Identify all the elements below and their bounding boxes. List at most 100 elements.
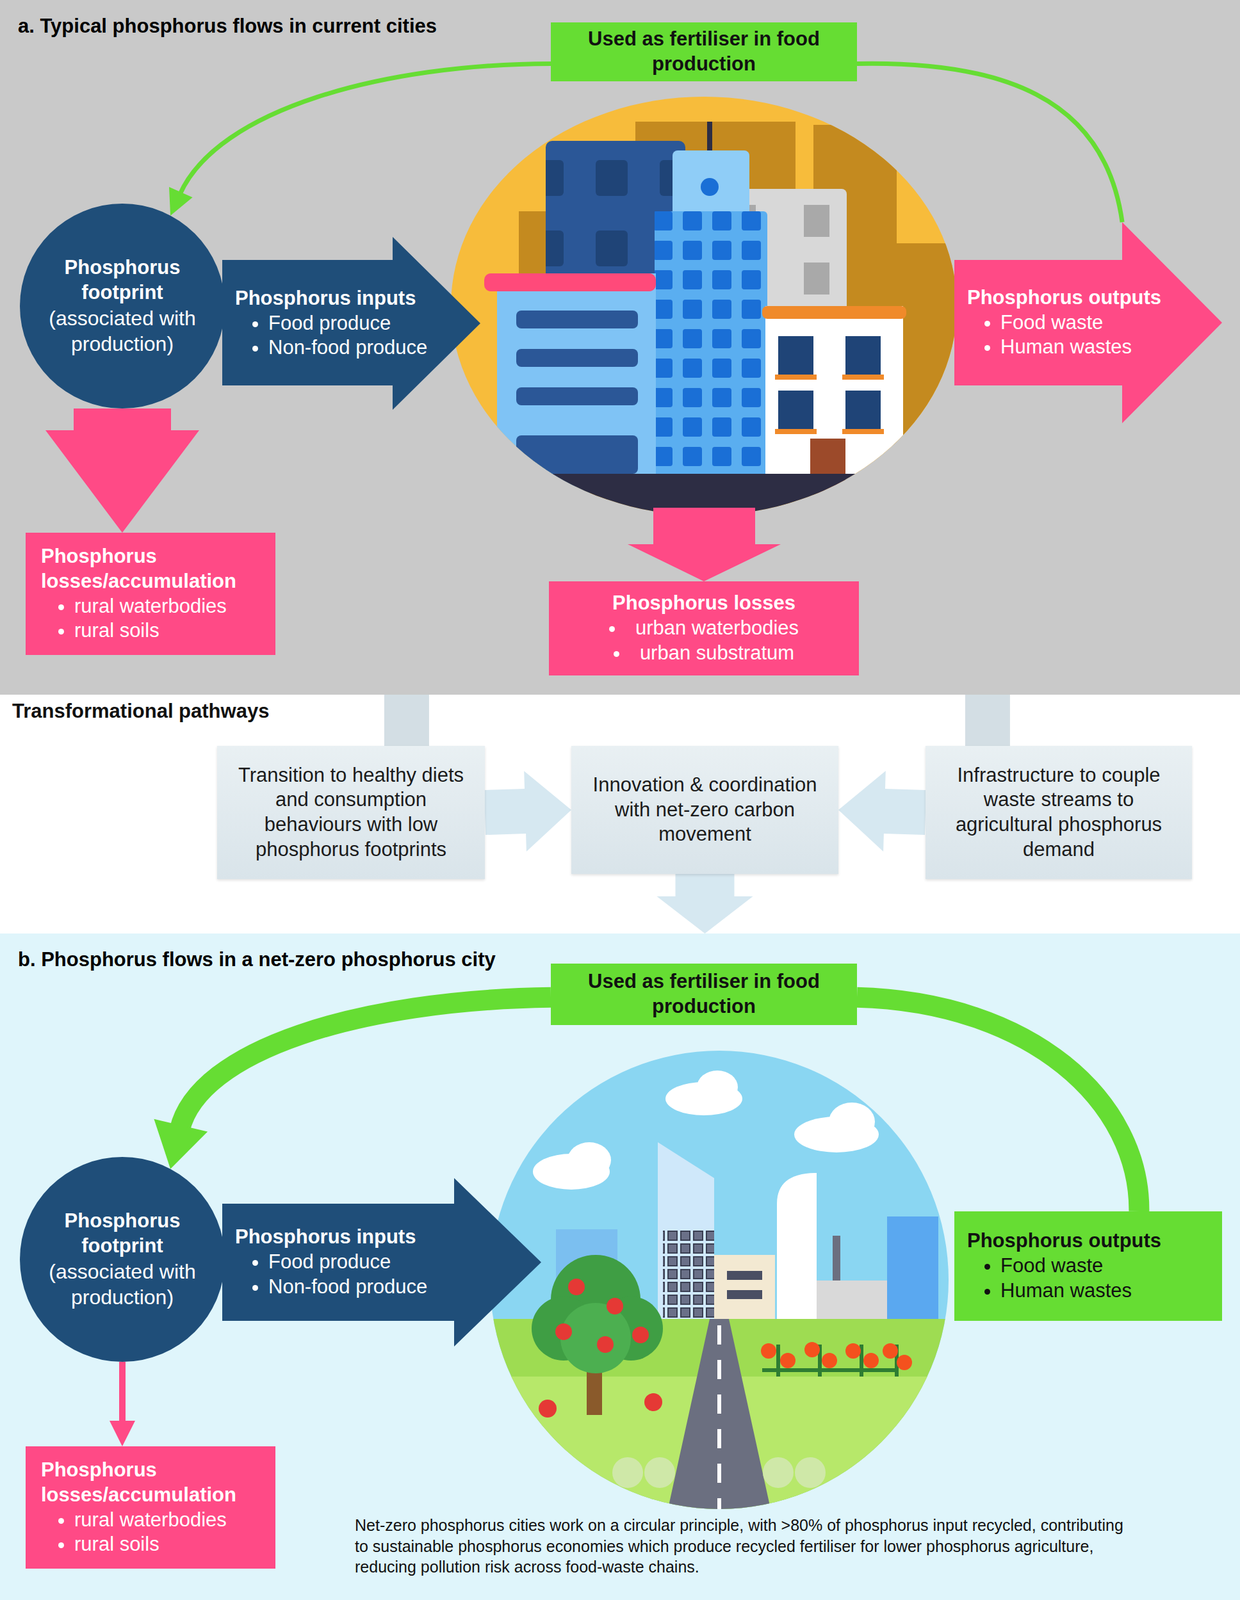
- illustration-shape: [882, 1343, 898, 1360]
- illustration-shape: [775, 374, 817, 380]
- illustration-shape: [644, 1393, 663, 1412]
- current-city-illustration: [448, 96, 996, 582]
- illustration-shape: [760, 1343, 777, 1360]
- connector-arrow: [484, 771, 572, 852]
- outputs-box: Phosphorus outputsFood wasteHuman wastes: [954, 1211, 1223, 1322]
- illustration-shape: [666, 1319, 773, 1518]
- illustration-shape: [672, 150, 750, 221]
- illustration-shape: [717, 1325, 722, 1518]
- footprint-circle: Phosphorus footprint(associated with pro…: [19, 1157, 225, 1363]
- caption-text: Net-zero phosphorus cities work on a cir…: [354, 1515, 1130, 1579]
- bullet-item: Food waste: [1000, 310, 1223, 336]
- bullet-list: Food produceNon-food produce: [235, 1250, 542, 1301]
- flow-connector: [169, 63, 551, 216]
- losses-box: Phosphorus losses/accumulationrural wate…: [25, 1446, 276, 1570]
- bullet-list: rural waterbodiesrural soils: [40, 594, 270, 645]
- illustration-shape: [845, 1343, 861, 1360]
- bullet-item: Human wastes: [1000, 334, 1223, 360]
- heading-text: Innovation & coordination with net-zero …: [590, 773, 820, 848]
- bullet-item: Human wastes: [1000, 1279, 1214, 1305]
- arrow-head: [169, 187, 193, 216]
- illustration-shape: [612, 1457, 644, 1489]
- flow-connector: [45, 408, 200, 533]
- illustration-shape: [516, 349, 638, 368]
- flow-connector: [484, 771, 572, 852]
- illustration-shape: [804, 1342, 820, 1358]
- fertiliser-box: Used as fertiliser in food production: [550, 22, 857, 82]
- connector-arrow: [45, 408, 200, 533]
- flow-connector: [657, 874, 754, 934]
- bullet-item: rural waterbodies: [74, 594, 270, 620]
- illustration-shape: [845, 336, 881, 375]
- illustration-shape: [762, 1368, 897, 1373]
- sub-text: (associated with production): [39, 1259, 206, 1311]
- illustration-shape: [516, 435, 638, 474]
- fertiliser-box: Used as fertiliser in food production: [550, 963, 857, 1026]
- heading-text: Phosphorus losses/accumulation: [40, 1458, 270, 1509]
- urban-losses-box: Phosphorus lossesurban waterbodiesurban …: [548, 581, 859, 676]
- heading-text: Phosphorus outputs: [967, 1229, 1214, 1255]
- illustration-shape: [887, 1216, 939, 1333]
- illustration-shape: [821, 1353, 838, 1369]
- bullet-item: Food produce: [268, 311, 481, 337]
- illustration-shape: [497, 273, 656, 494]
- illustration-shape: [450, 96, 957, 516]
- illustration-shape: [794, 1457, 826, 1489]
- illustration-shape: [516, 310, 638, 329]
- illustration-shape: [778, 390, 814, 430]
- heading-text: Phosphorus inputs: [235, 1225, 542, 1251]
- illustration-shape: [632, 1327, 649, 1344]
- illustration-shape: [0, 933, 1240, 1600]
- flow-connector: [384, 694, 430, 747]
- section-label: Transformational pathways: [12, 699, 270, 725]
- bullet-item: rural soils: [74, 618, 270, 644]
- illustration-shape: [560, 1303, 631, 1374]
- illustration-shape: [662, 1229, 715, 1333]
- heading-text: Phosphorus footprint: [39, 255, 206, 306]
- outputs-arrow: Phosphorus outputsFood wasteHuman wastes: [954, 222, 1223, 424]
- flow-connector: [856, 997, 1139, 1212]
- illustration-shape: [568, 1279, 585, 1296]
- illustration-shape: [842, 429, 884, 435]
- arrow-fill: [954, 222, 1223, 424]
- illustration-shape: [778, 1345, 897, 1378]
- illustration-shape: [700, 178, 719, 196]
- illustration-shape: [896, 1355, 913, 1371]
- panel-region: b. Phosphorus flows in a net-zero phosph…: [0, 933, 1240, 1600]
- inputs-arrow: Phosphorus inputsFood produceNon-food pr…: [222, 236, 481, 410]
- connector-arrow: [965, 694, 1011, 747]
- bullet-item: Food waste: [1000, 1254, 1214, 1280]
- heading-text: Phosphorus inputs: [235, 286, 481, 312]
- illustration-shape: [803, 204, 830, 237]
- illustration-shape: [828, 1102, 875, 1142]
- illustration-shape: [776, 1173, 817, 1333]
- connector-arrow: [838, 771, 927, 852]
- heading-text: Used as fertiliser in food production: [557, 26, 851, 77]
- flow-connector: [965, 694, 1011, 747]
- illustration-shape: [567, 1142, 612, 1179]
- illustration-shape: [654, 211, 768, 494]
- connector-line: [856, 997, 1139, 1212]
- illustration-shape: [538, 1400, 557, 1419]
- illustration-shape: [762, 1457, 794, 1489]
- urban-loss-arrow: [627, 507, 781, 582]
- inputs-arrow: Phosphorus inputsFood produceNon-food pr…: [222, 1178, 542, 1347]
- illustration-shape: [516, 387, 638, 406]
- illustration-shape: [555, 1323, 572, 1341]
- illustration-shape: [775, 429, 817, 435]
- arrow-head: [153, 1119, 208, 1170]
- connector-arrow: [657, 874, 754, 934]
- sub-text: (associated with production): [39, 305, 206, 357]
- illustration-shape: [696, 1070, 738, 1105]
- illustration-shape: [762, 306, 907, 319]
- illustration-shape: [606, 1298, 624, 1315]
- bullet-list: Food produceNon-food produce: [235, 311, 481, 362]
- bullet-item: Non-food produce: [268, 1275, 542, 1301]
- illustration-shape: [863, 1353, 879, 1369]
- bullet-item: Non-food produce: [268, 335, 481, 361]
- heading-text: Phosphorus losses: [556, 591, 852, 617]
- illustration-shape: [842, 374, 884, 380]
- heading-text: Infrastructure to couple waste streams t…: [944, 763, 1173, 863]
